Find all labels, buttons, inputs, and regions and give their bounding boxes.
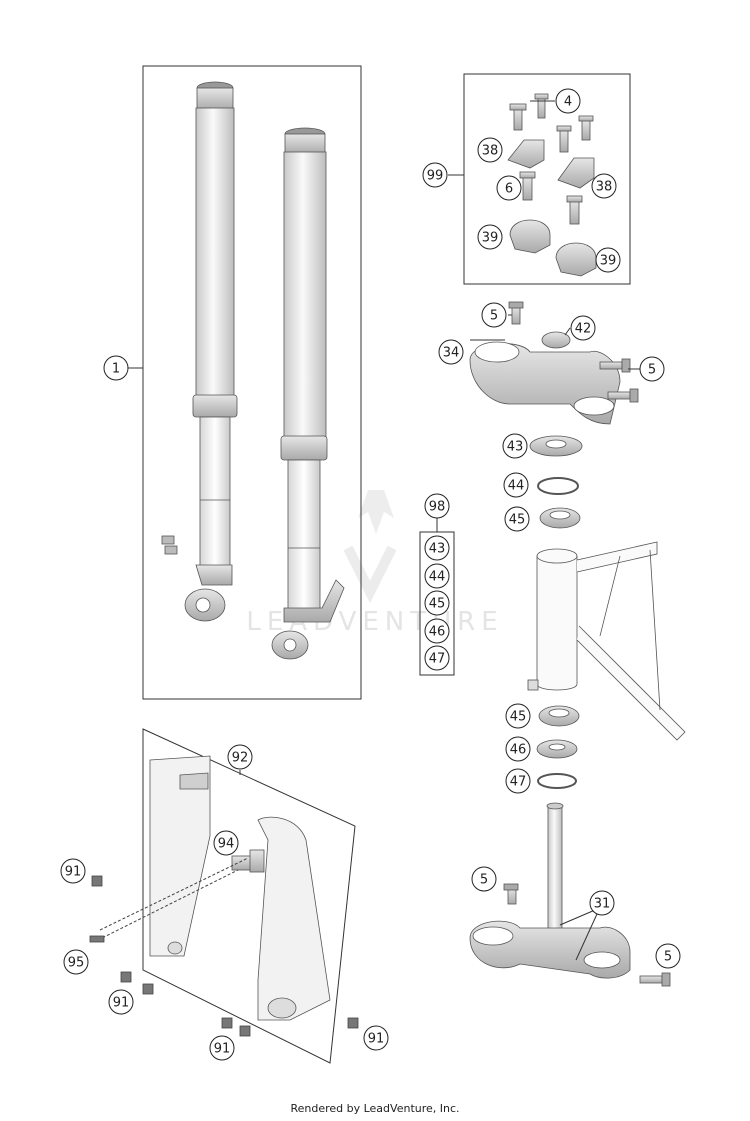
clamp-parts <box>507 93 597 277</box>
svg-text:45: 45 <box>429 597 446 612</box>
fork-group-box <box>142 65 362 700</box>
clamp-kit-box <box>463 73 631 285</box>
svg-text:44: 44 <box>508 479 525 494</box>
svg-text:92: 92 <box>232 751 249 766</box>
guard-bolt-line <box>97 869 239 941</box>
svg-text:5: 5 <box>664 950 672 965</box>
callout-43: 43 <box>424 535 450 561</box>
callout-44: 44 <box>503 472 529 498</box>
guard-clip <box>231 849 265 873</box>
svg-text:1: 1 <box>112 362 120 377</box>
callout-95: 95 <box>63 949 89 975</box>
leader-lines <box>470 100 640 370</box>
svg-text:46: 46 <box>429 625 446 640</box>
bearing-stack-lower <box>536 705 580 789</box>
callout-91: 91 <box>60 858 86 884</box>
svg-text:43: 43 <box>429 542 446 557</box>
svg-text:4: 4 <box>564 95 572 110</box>
svg-text:91: 91 <box>214 1042 231 1057</box>
svg-text:5: 5 <box>490 309 498 324</box>
callout-99: 99 <box>422 162 448 188</box>
callout-46: 46 <box>424 618 450 644</box>
svg-text:39: 39 <box>600 254 617 269</box>
svg-text:6: 6 <box>505 182 513 197</box>
footer-credit: Rendered by LeadVenture, Inc. <box>290 1102 460 1115</box>
svg-text:39: 39 <box>482 231 499 246</box>
fork-leg-left <box>161 81 238 622</box>
callouts: 1 4 99 38 38 6 39 39 5 42 34 5 43 44 45 … <box>60 88 681 1061</box>
svg-text:47: 47 <box>510 775 527 790</box>
svg-text:45: 45 <box>510 710 527 725</box>
upper-triple-clamp <box>469 301 639 425</box>
callout-39: 39 <box>595 247 621 273</box>
callout-91: 91 <box>209 1035 235 1061</box>
svg-text:34: 34 <box>443 346 460 361</box>
svg-text:42: 42 <box>575 322 592 337</box>
frame-head <box>527 541 686 741</box>
callout-38: 38 <box>477 137 503 163</box>
callout-94: 94 <box>213 830 239 856</box>
callout-31: 31 <box>589 890 615 916</box>
callout-91: 91 <box>108 989 134 1015</box>
fork-guards <box>149 755 331 1021</box>
svg-text:99: 99 <box>427 169 444 184</box>
svg-text:94: 94 <box>218 837 235 852</box>
small-fasteners <box>89 875 359 1037</box>
callout-1: 1 <box>103 355 129 381</box>
bearing-stack-upper <box>529 435 583 529</box>
svg-text:38: 38 <box>596 180 613 195</box>
svg-text:95: 95 <box>68 956 85 971</box>
callout-91: 91 <box>363 1025 389 1051</box>
callout-5: 5 <box>639 356 665 382</box>
callout-92: 92 <box>227 744 253 770</box>
callout-34: 34 <box>438 339 464 365</box>
svg-text:46: 46 <box>510 743 527 758</box>
callout-5: 5 <box>471 866 497 892</box>
svg-text:91: 91 <box>113 996 130 1011</box>
svg-text:47: 47 <box>429 652 446 667</box>
svg-text:5: 5 <box>648 363 656 378</box>
callout-98: 98 <box>424 493 450 519</box>
callout-45: 45 <box>505 703 531 729</box>
callout-6: 6 <box>496 175 522 201</box>
callout-39: 39 <box>477 224 503 250</box>
svg-text:43: 43 <box>507 440 524 455</box>
fork-leg-right <box>271 127 345 660</box>
callout-47: 47 <box>505 768 531 794</box>
svg-text:45: 45 <box>509 513 526 528</box>
svg-text:5: 5 <box>480 873 488 888</box>
svg-text:31: 31 <box>594 897 611 912</box>
callout-4: 4 <box>555 88 581 114</box>
svg-text:91: 91 <box>65 865 82 880</box>
callout-45: 45 <box>504 506 530 532</box>
callout-46: 46 <box>505 736 531 762</box>
callout-5: 5 <box>481 302 507 328</box>
callout-44: 44 <box>424 563 450 589</box>
svg-text:44: 44 <box>429 570 446 585</box>
svg-text:38: 38 <box>482 144 499 159</box>
fork-guard-box <box>142 728 356 1064</box>
callout-5: 5 <box>655 943 681 969</box>
callout-38: 38 <box>591 173 617 199</box>
svg-text:98: 98 <box>429 500 446 515</box>
lower-triple-clamp <box>469 802 671 987</box>
callout-42: 42 <box>570 315 596 341</box>
callout-47: 47 <box>424 645 450 671</box>
svg-text:91: 91 <box>368 1032 385 1047</box>
callout-45: 45 <box>424 590 450 616</box>
callout-43: 43 <box>502 433 528 459</box>
